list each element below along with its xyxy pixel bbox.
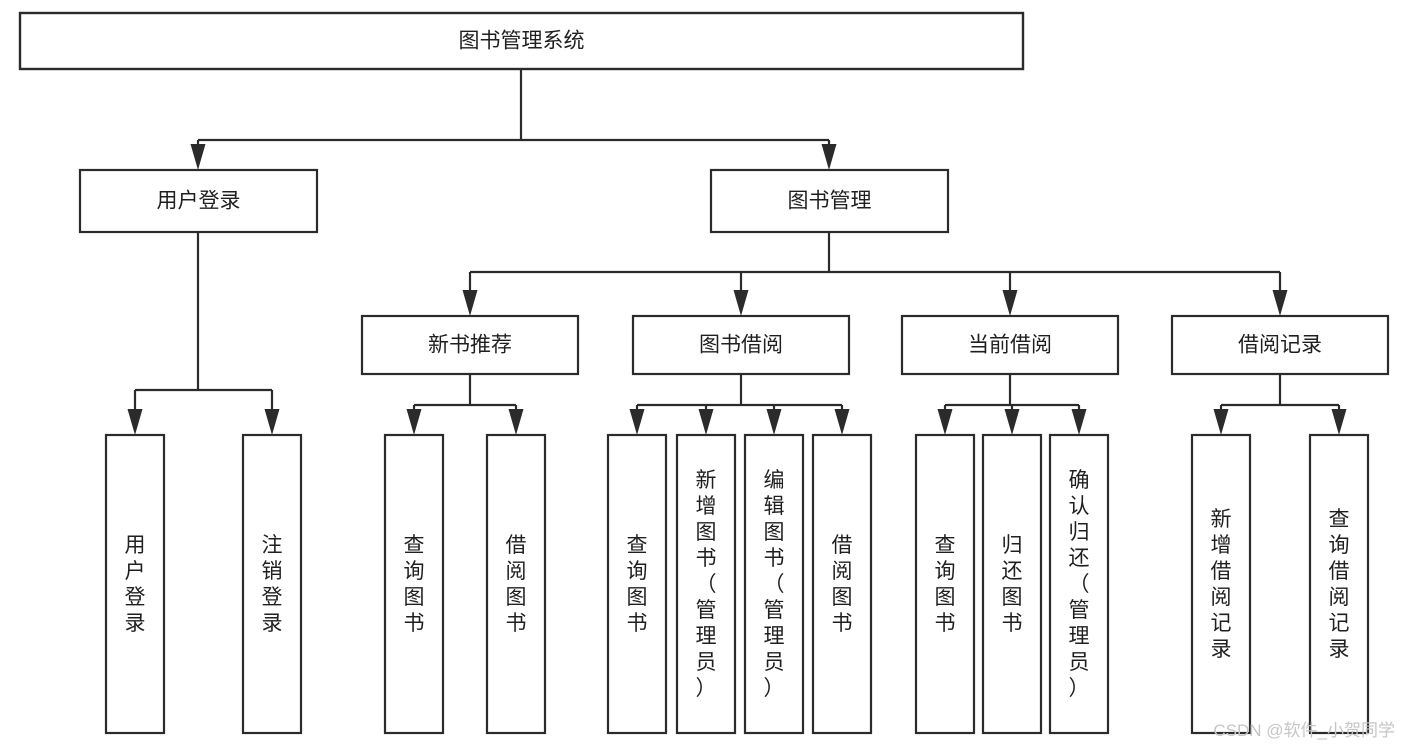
node-leaf-user-login[interactable]: 用户登录 (104, 433, 166, 735)
node-borrow-record[interactable]: 借阅记录 (1170, 314, 1390, 376)
node-book-manage[interactable]: 图书管理 (709, 168, 950, 234)
node-new-book-rec[interactable]: 新书推荐 (360, 314, 580, 376)
node-current-borrow[interactable]: 当前借阅 (900, 314, 1120, 376)
node-label: 借阅记录 (1238, 334, 1322, 357)
connector-newbookrec-to-leaves (406, 374, 524, 435)
node-label: 新书推荐 (428, 334, 512, 357)
node-leaf-current-query-book[interactable]: 查询图书 (914, 433, 976, 735)
node-label: 用户登录 (157, 190, 241, 213)
node-layer: 图书管理系统用户登录图书管理新书推荐图书借阅当前借阅借阅记录用户登录注销登录查询… (18, 11, 1390, 735)
node-root[interactable]: 图书管理系统 (18, 11, 1025, 71)
node-leaf-borrow-borrow-book[interactable]: 借阅图书 (811, 433, 873, 735)
node-label: 借阅图书 (506, 534, 527, 635)
node-label: 图书借阅 (699, 334, 783, 357)
node-leaf-rec-query-book[interactable]: 查询图书 (383, 433, 445, 735)
node-label: 查询图书 (627, 534, 648, 635)
node-leaf-current-return-book[interactable]: 归还图书 (981, 433, 1043, 735)
node-label: 确认归还（管理员） (1069, 469, 1090, 700)
node-label: 当前借阅 (968, 334, 1052, 357)
node-label: 编辑图书（管理员） (764, 469, 785, 700)
node-label: 新增借阅记录 (1211, 508, 1232, 661)
node-label: 图书管理 (788, 190, 872, 213)
node-label: 用户登录 (125, 534, 146, 635)
connector-borrowrecord-to-leaves (1213, 374, 1347, 435)
node-leaf-borrow-add-book[interactable]: 新增图书（管理员） (675, 433, 737, 735)
node-leaf-current-confirm-return[interactable]: 确认归还（管理员） (1048, 433, 1110, 735)
node-label: 查询借阅记录 (1329, 508, 1350, 661)
node-label: 借阅图书 (832, 534, 853, 635)
node-leaf-user-logout[interactable]: 注销登录 (241, 433, 303, 735)
node-leaf-record-add[interactable]: 新增借阅记录 (1190, 433, 1252, 735)
node-leaf-borrow-edit-book[interactable]: 编辑图书（管理员） (743, 433, 805, 735)
connector-root-to-level2 (190, 69, 837, 170)
node-leaf-borrow-query-book[interactable]: 查询图书 (606, 433, 668, 735)
node-label: 归还图书 (1002, 534, 1023, 635)
connector-bookborrow-to-leaves (629, 374, 850, 435)
node-label: 图书管理系统 (459, 30, 585, 53)
connector-userlogin-to-leaves (127, 232, 280, 435)
node-label: 新增图书（管理员） (696, 469, 717, 700)
node-label: 注销登录 (262, 534, 283, 635)
node-book-borrow[interactable]: 图书借阅 (631, 314, 851, 376)
node-label: 查询图书 (404, 534, 425, 635)
node-leaf-rec-borrow-book[interactable]: 借阅图书 (485, 433, 547, 735)
connector-layer (127, 69, 1347, 435)
node-leaf-record-query[interactable]: 查询借阅记录 (1308, 433, 1370, 735)
node-label: 查询图书 (935, 534, 956, 635)
node-user-login[interactable]: 用户登录 (78, 168, 319, 234)
connector-bookmanage-to-level3 (462, 232, 1288, 316)
csdn-watermark: CSDN @软件_小贺同学 (1213, 721, 1395, 740)
connector-currentborrow-to-leaves (937, 374, 1087, 435)
